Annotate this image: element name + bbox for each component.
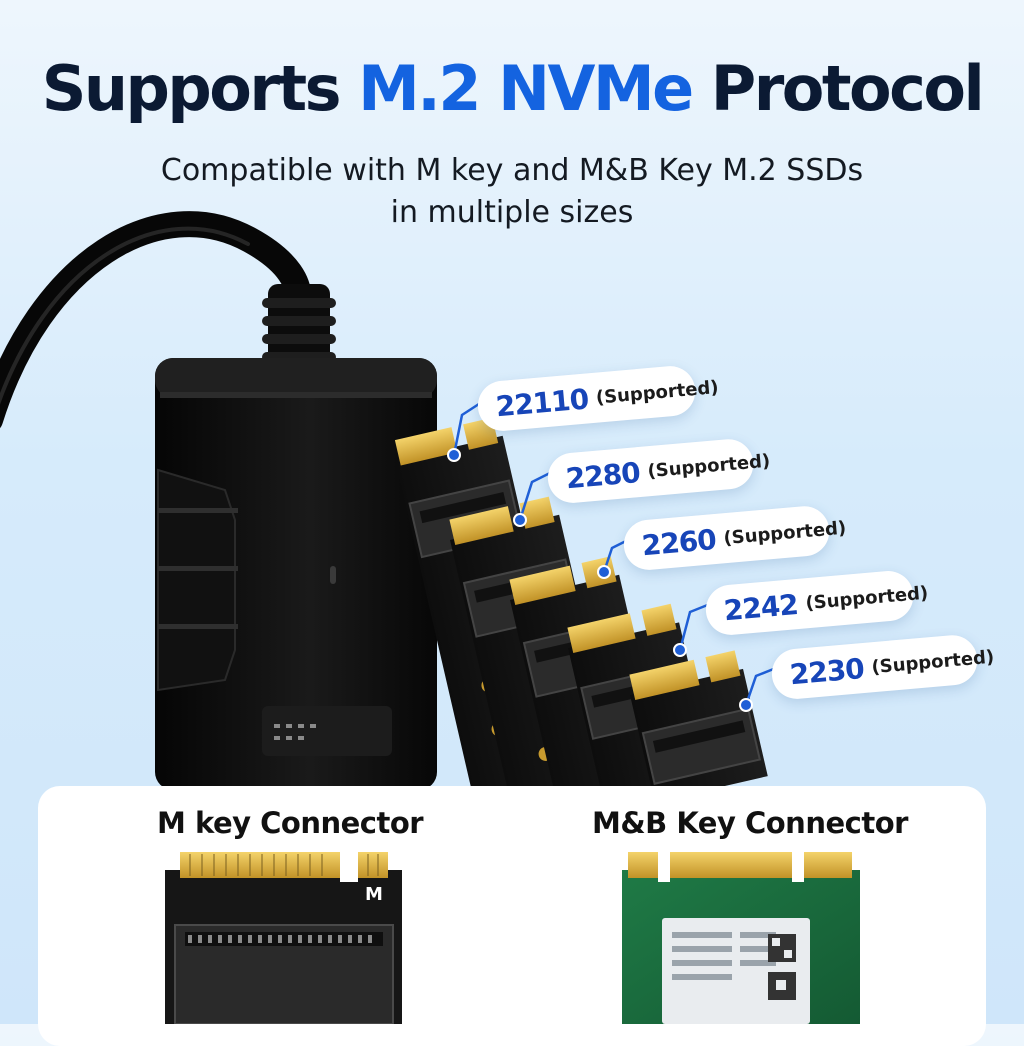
usb-cable [0, 211, 312, 429]
size-label: 2242 [722, 587, 800, 627]
headline: Supports M.2 NVMe Protocol [0, 52, 1024, 125]
callout-dots [447, 448, 753, 712]
size-label: 2280 [564, 455, 642, 495]
callout-lines [452, 400, 777, 706]
headline-accent: M.2 NVMe [358, 52, 694, 125]
headline-part1: Supports [41, 52, 359, 125]
m-key-connector-label: M key Connector [157, 806, 424, 840]
size-label: 2230 [788, 651, 866, 691]
subheadline: Compatible with M key and M&B Key M.2 SS… [112, 150, 912, 234]
mb-key-connector-label: M&B Key Connector [592, 806, 908, 840]
ssd-card-2230 [629, 650, 768, 803]
product-illustration [0, 211, 777, 833]
cable-strain-relief [262, 284, 336, 374]
size-label: 22110 [494, 381, 590, 423]
headline-part2: Protocol [691, 52, 985, 125]
ssd-enclosure [155, 358, 437, 790]
subheadline-line1: Compatible with M key and M&B Key M.2 SS… [160, 153, 864, 188]
subheadline-line2: in multiple sizes [390, 195, 634, 230]
size-label: 2260 [640, 522, 718, 562]
